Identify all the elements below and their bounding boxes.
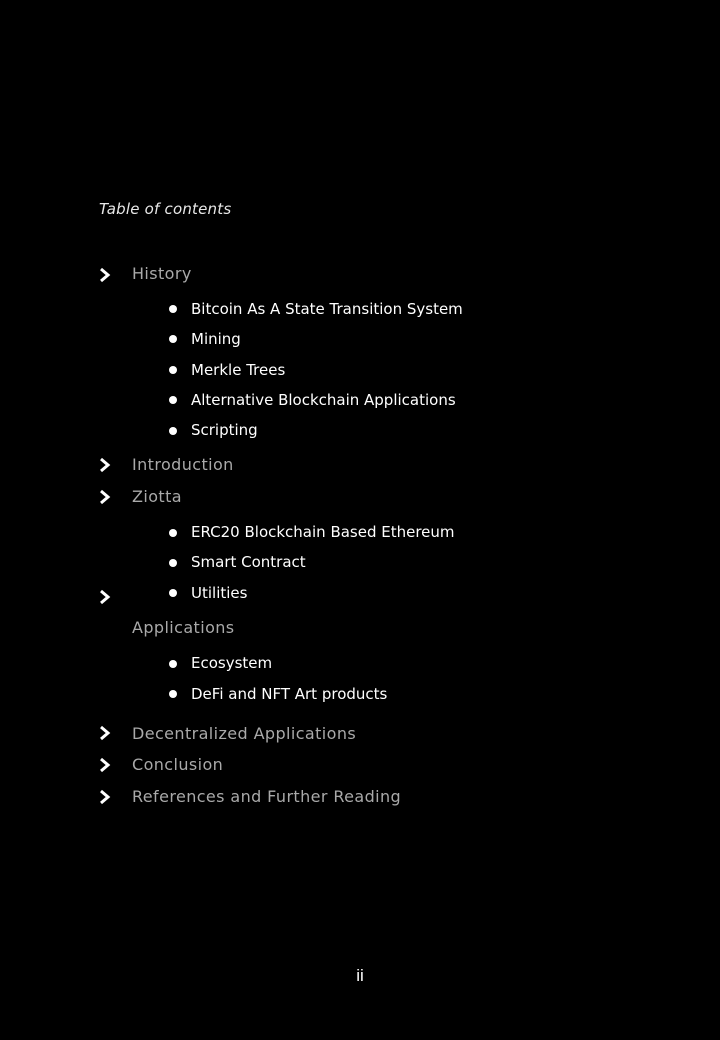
bullet-dot <box>169 529 177 537</box>
bullet-dot <box>169 660 177 668</box>
page-number: ii <box>356 966 364 985</box>
toc-item[interactable]: Scripting <box>191 421 258 439</box>
chevron-right-icon <box>99 267 111 283</box>
toc-section-history[interactable]: History <box>132 264 192 283</box>
bullet-dot <box>169 335 177 343</box>
toc-item[interactable]: Merkle Trees <box>191 361 286 379</box>
toc-item[interactable]: Mining <box>191 330 241 348</box>
toc-item[interactable]: Smart Contract <box>191 553 306 571</box>
chevron-right-icon <box>99 789 111 805</box>
chevron-right-icon <box>99 725 111 741</box>
bullet-dot <box>169 589 177 597</box>
toc-section-conclusion[interactable]: Conclusion <box>132 755 224 774</box>
bullet-dot <box>169 690 177 698</box>
toc-section-applications[interactable]: Applications <box>132 618 235 637</box>
bullet-dot <box>169 559 177 567</box>
chevron-right-icon <box>99 757 111 773</box>
bullet-dot <box>169 305 177 313</box>
toc-item[interactable]: DeFi and NFT Art products <box>191 685 388 703</box>
toc-section-introduction[interactable]: Introduction <box>132 455 234 474</box>
toc-section-decentralized-applications[interactable]: Decentralized Applications <box>132 724 357 743</box>
bullet-dot <box>169 366 177 374</box>
toc-section-references[interactable]: References and Further Reading <box>132 787 402 806</box>
toc-item[interactable]: ERC20 Blockchain Based Ethereum <box>191 523 455 541</box>
toc-item[interactable]: Bitcoin As A State Transition System <box>191 300 463 318</box>
toc-item[interactable]: Alternative Blockchain Applications <box>191 391 456 409</box>
bullet-dot <box>169 427 177 435</box>
toc-item[interactable]: Ecosystem <box>191 654 273 672</box>
toc-title: Table of contents <box>99 200 232 218</box>
chevron-right-icon <box>99 489 111 505</box>
toc-section-ziotta[interactable]: Ziotta <box>132 487 182 506</box>
chevron-right-icon <box>99 457 111 473</box>
toc-item[interactable]: Utilities <box>191 584 248 602</box>
chevron-right-icon <box>99 589 111 605</box>
bullet-dot <box>169 396 177 404</box>
